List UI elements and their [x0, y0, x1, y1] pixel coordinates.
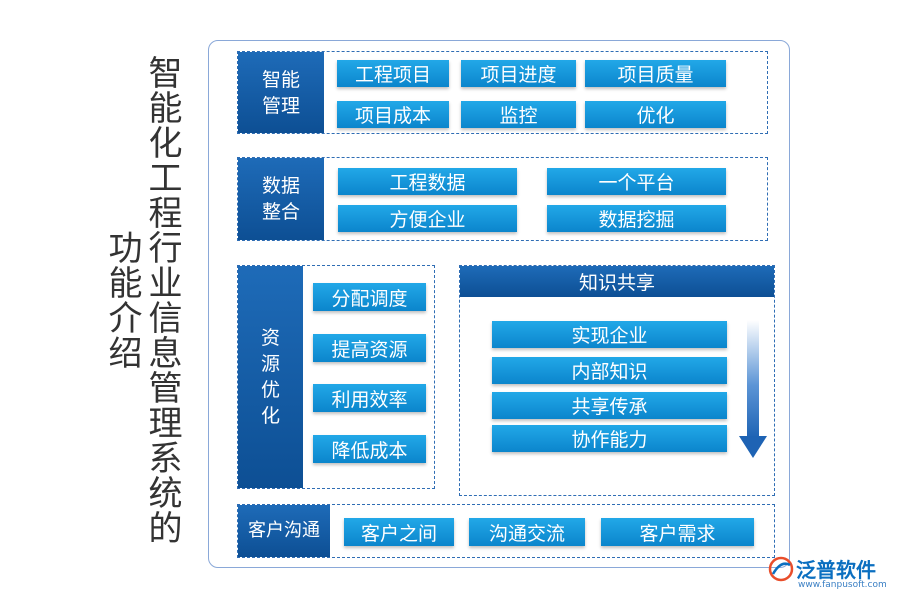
logo-url: www.fanpusoft.com	[798, 580, 887, 590]
chip-project-progress: 项目进度	[461, 60, 576, 87]
down-arrow-icon	[739, 320, 767, 458]
chip-project-quality: 项目质量	[585, 60, 726, 87]
smart-management-panel	[237, 51, 768, 134]
chip-sharing-inheritance: 共享传承	[492, 392, 727, 419]
title-line-2: 功能介绍	[102, 230, 142, 370]
customer-communication-panel	[237, 504, 775, 558]
chip-allocation-scheduling: 分配调度	[313, 283, 426, 311]
chip-communication-exchange: 沟通交流	[469, 518, 585, 546]
knowledge-sharing-header: 知识共享	[460, 266, 774, 297]
title-line-1: 智能化工程行业信息管理系统的	[142, 55, 182, 545]
knowledge-sharing-panel	[459, 265, 775, 496]
chip-monitoring: 监控	[461, 101, 576, 128]
chip-data-mining: 数据挖掘	[547, 205, 726, 232]
chip-one-platform: 一个平台	[547, 168, 726, 195]
chip-optimization: 优化	[585, 101, 726, 128]
chip-internal-knowledge: 内部知识	[492, 357, 727, 384]
logo-name: 泛普软件	[796, 558, 876, 582]
chip-customer-needs: 客户需求	[601, 518, 754, 546]
smart-management-label: 智能 管理	[238, 52, 324, 133]
chip-engineering-project: 工程项目	[337, 60, 449, 87]
chip-project-cost: 项目成本	[337, 101, 449, 128]
chip-reduce-cost: 降低成本	[313, 435, 426, 463]
customer-communication-label: 客户沟通	[238, 505, 330, 557]
chip-between-customers: 客户之间	[344, 518, 454, 546]
data-integration-label: 数据 整合	[238, 158, 324, 240]
resource-optimization-label: 资 源 优 化	[238, 266, 303, 488]
chip-improve-resources: 提高资源	[313, 334, 426, 362]
chip-realize-enterprise: 实现企业	[492, 321, 727, 348]
chip-collaboration-ability: 协作能力	[492, 425, 727, 452]
data-integration-panel	[237, 157, 768, 241]
resource-optimization-panel	[237, 265, 435, 489]
fanpu-logo: 泛普软件 www.fanpusoft.com	[768, 554, 896, 594]
chip-utilization-efficiency: 利用效率	[313, 384, 426, 412]
diagram-frame	[208, 40, 790, 568]
fanpu-logo-icon	[768, 556, 794, 582]
chip-convenient-enterprise: 方便企业	[338, 205, 517, 232]
chip-engineering-data: 工程数据	[338, 168, 517, 195]
